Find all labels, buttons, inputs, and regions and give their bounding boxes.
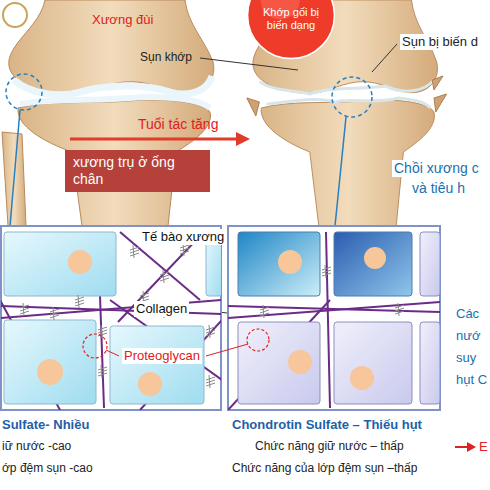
note: E	[479, 439, 488, 455]
note: Chức năng của lớp đệm sụn –thấp	[232, 461, 417, 475]
note: hụt C	[456, 372, 487, 388]
part-label: Chồi xương c	[392, 160, 481, 177]
heading-label: Chondrotin Sulfate – Thiếu hụt	[232, 417, 422, 433]
note: nướ	[456, 328, 480, 344]
part-label: Sụn khớp	[140, 50, 192, 64]
part-label: Proteoglycan	[122, 348, 202, 364]
cartilage-tissue-healthy	[0, 226, 222, 410]
note: suy	[456, 350, 476, 366]
result-arrow	[455, 442, 476, 452]
note: iữ nước -cao	[2, 439, 71, 453]
note: ớp đệm sụn -cao	[2, 461, 93, 475]
zoom-line	[335, 117, 346, 226]
part-label: và tiêu h	[410, 180, 467, 197]
node-text: Khớp gối bị biến dạng	[256, 6, 326, 32]
callout-circle: Khớp gối bị biến dạng	[256, 6, 326, 32]
part-label: Sụn bị biến d	[400, 34, 480, 50]
healthy-knee	[2, 0, 214, 226]
cartilage-tissue-deficient	[228, 226, 440, 410]
age-arrow	[70, 132, 250, 146]
circle-shape	[248, 0, 335, 59]
arrow-label: Tuổi tác tăng	[138, 116, 218, 133]
label-box: xương trụ ở ống chân	[65, 150, 210, 192]
logo-mark	[3, 3, 27, 27]
zoom-circle	[332, 77, 372, 117]
part-label: Collagen	[134, 301, 189, 317]
part-label: Xương đùi	[92, 12, 153, 28]
part-label: Tế bào xương	[140, 229, 226, 245]
node-text: xương trụ ở ống chân	[73, 154, 202, 188]
note: Chức năng giữ nước – thấp	[255, 439, 404, 453]
heading-label: Sulfate- Nhiều	[2, 417, 89, 433]
note: Các	[456, 306, 479, 322]
